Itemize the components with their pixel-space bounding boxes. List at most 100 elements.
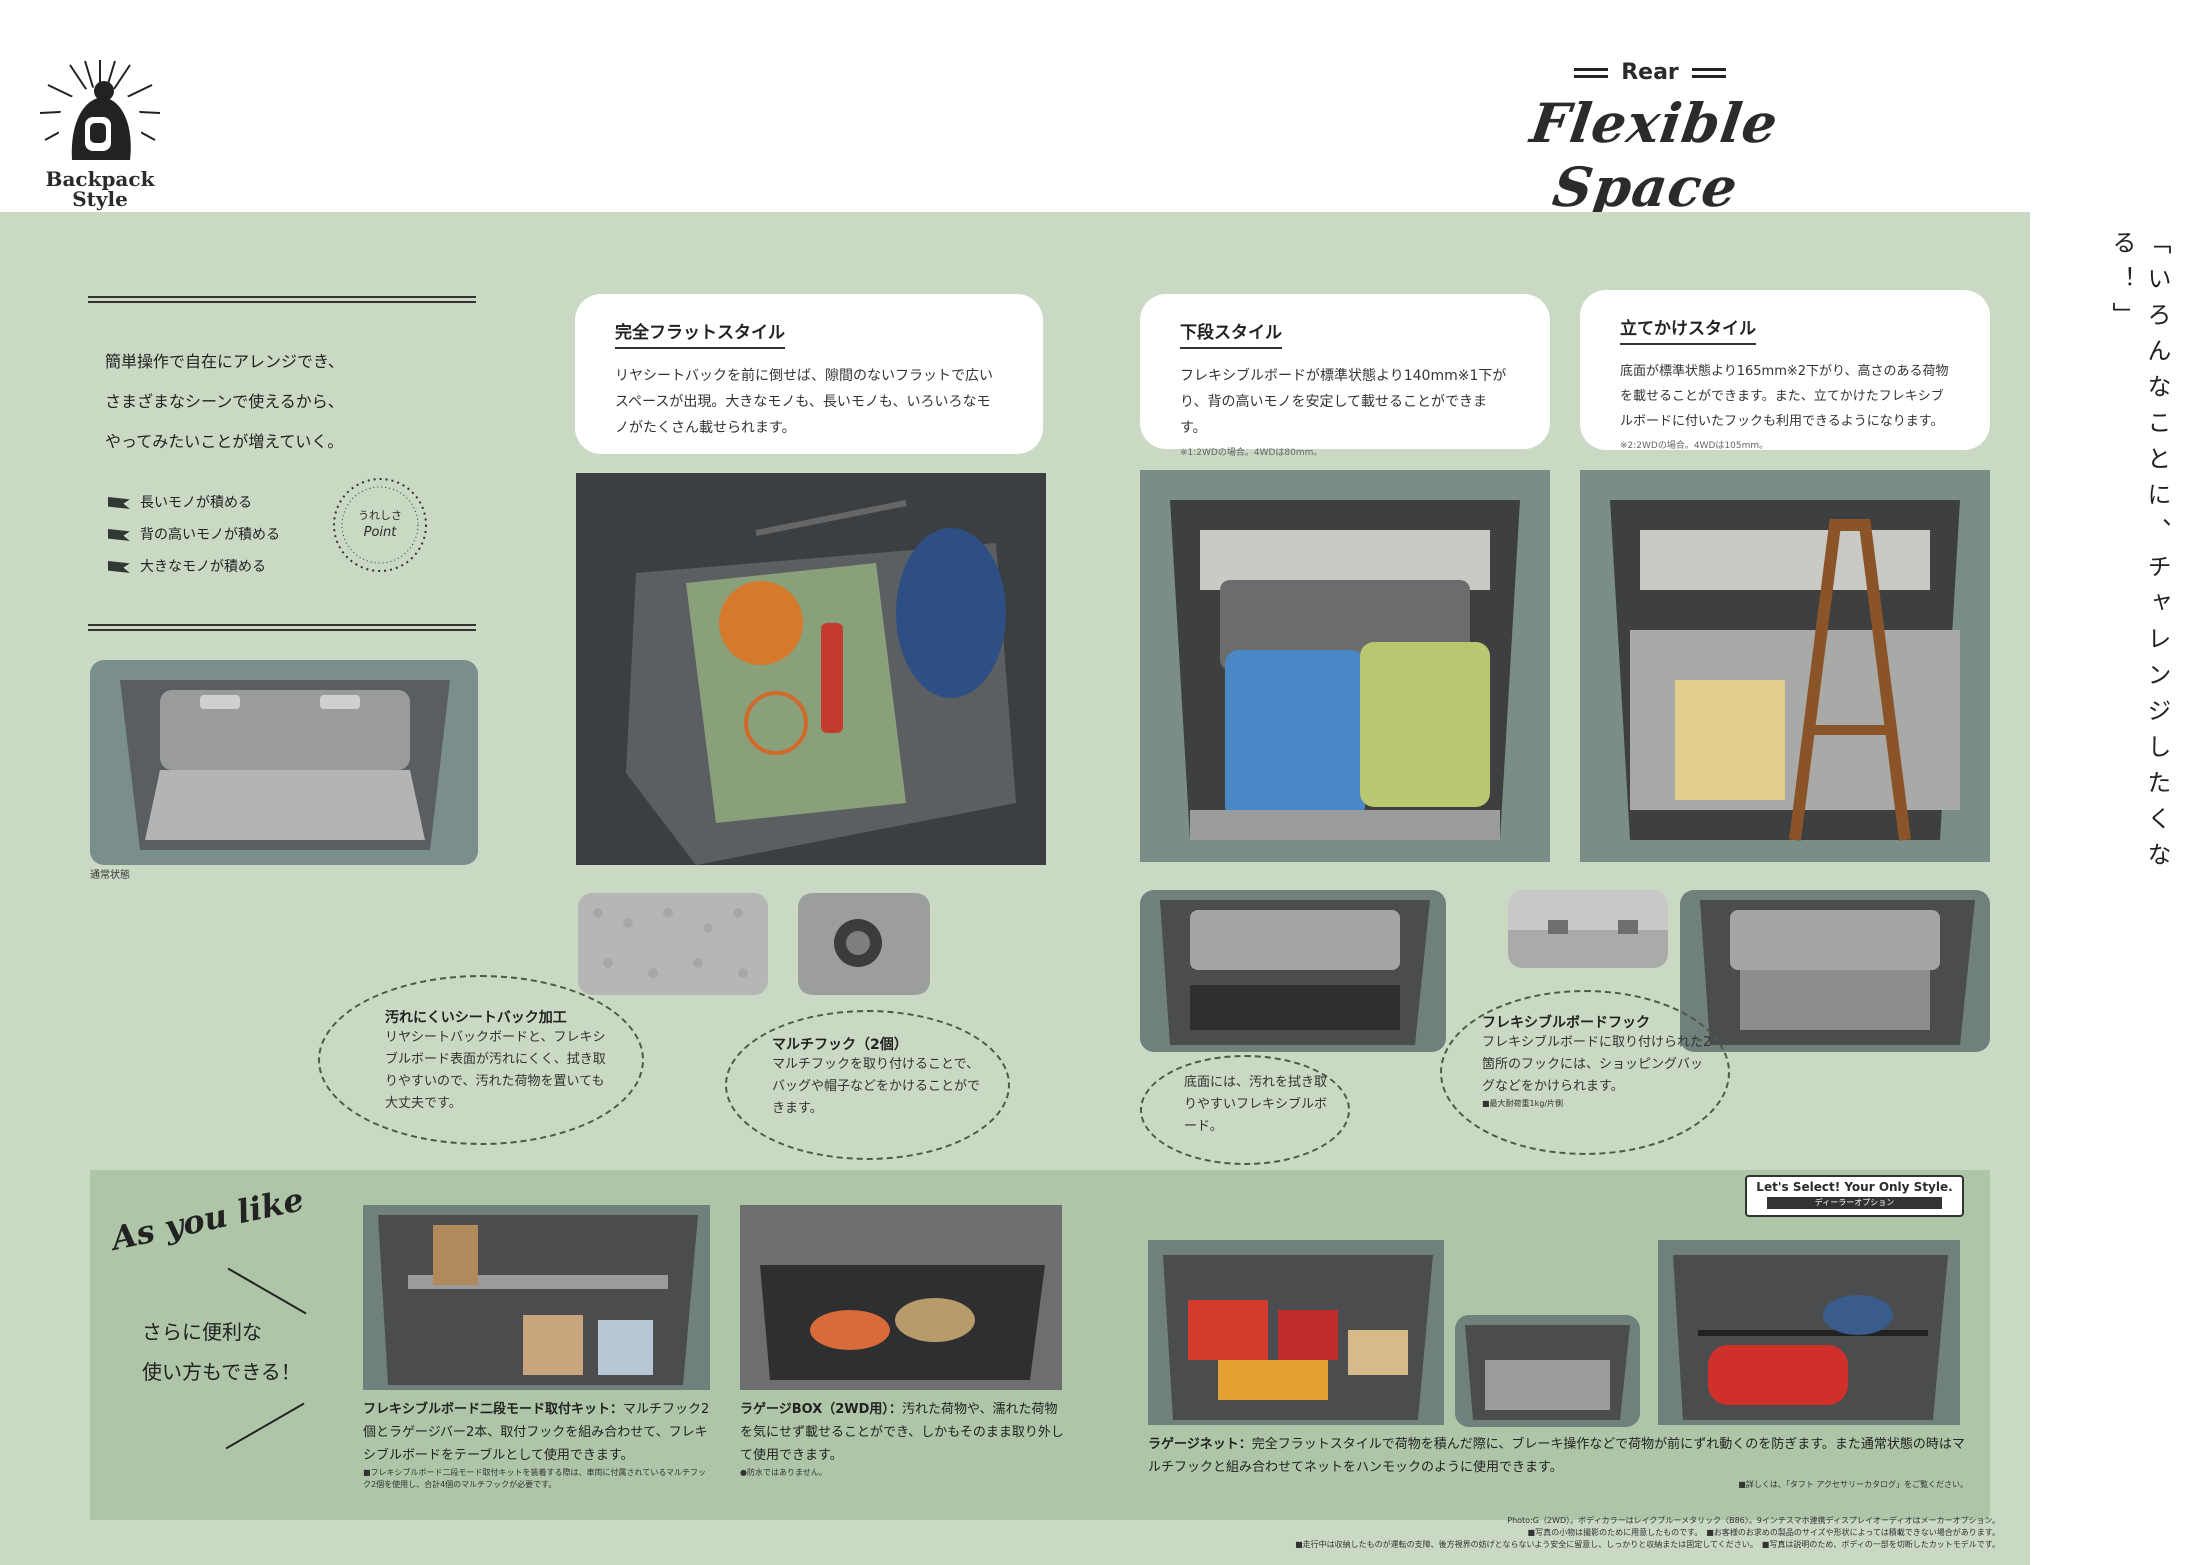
net-hammock-photo-icon: [1658, 1240, 1960, 1425]
caption-label: ラゲージBOX（2WD用）：: [740, 1402, 902, 1417]
photo-multi-hook: [798, 893, 930, 995]
check-item: 背の高いモノが積める: [108, 519, 348, 551]
photo-seatback-texture: [578, 893, 768, 995]
bubble-lower-floor: 底面には、汚れを拭き取りやすいフレキシブルボード。: [1140, 1055, 1350, 1165]
caption-luggage-net: ラゲージネット：完全フラットスタイルで荷物を積んだ際に、ブレーキ操作などで荷物が…: [1148, 1433, 1968, 1491]
bubble-body: リヤシートバックボードと、フレキシブルボード表面が汚れにくく、拭き取りやすいので…: [385, 1030, 606, 1111]
caption-note: ■フレキシブルボード二段モード取付キットを装着する際は、車両に付属されているマル…: [363, 1468, 706, 1489]
flat-cargo-photo-icon: [576, 473, 1046, 865]
photo-lower-style: [1140, 470, 1550, 862]
photo-caption: 通常状態: [90, 870, 130, 881]
point-stamp: うれしさ Point: [330, 475, 430, 575]
bubble-title: フレキシブルボードフック: [1482, 1015, 1650, 1031]
suitcases-photo-icon: [1140, 470, 1550, 862]
section-header: Rear Flexible Space: [1450, 60, 1850, 226]
flag-icon: [108, 561, 130, 573]
intro-bottom-rule: [88, 624, 476, 631]
flag-icon: [108, 529, 130, 541]
bubble-title: マルチフック（2個）: [772, 1037, 908, 1053]
lead-line: さらに便利な: [142, 1320, 262, 1344]
photo-board-hook-detail: [1508, 890, 1668, 968]
intro-lead-line: さまざまなシーンで使えるから、: [105, 392, 344, 411]
bubble-body: 底面には、汚れを拭き取りやすいフレキシブルボード。: [1184, 1075, 1328, 1134]
two-tier-photo-icon: [363, 1205, 710, 1390]
footer-note: ■写真の小物は撮影のために用意したものです。 ■お客様のお求めの製品のサイズや形…: [1527, 1528, 2000, 1537]
bubble-body: マルチフックを取り付けることで、バッグや帽子などをかけることができます。: [772, 1057, 981, 1116]
bubble-title: 汚れにくいシートバック加工: [385, 1010, 567, 1026]
stamp-text-line1: うれしさ: [358, 509, 402, 522]
logo-text-line1: Backpack: [45, 167, 155, 191]
side-copy: 「いろんなことに、チャレンジしたくなる！」: [2108, 230, 2171, 878]
caption-text: マルチフック2個とラゲージバー2本、取付フックを組み合わせて、フレキシブルボード…: [363, 1402, 710, 1463]
photo-net-flat: [1148, 1240, 1444, 1425]
card-title: 立てかけスタイル: [1620, 314, 1756, 345]
card-note: ※1:2WDの場合。4WDは80mm。: [1180, 448, 1323, 458]
header-title: Flexible Space: [1526, 91, 1783, 219]
badge-line2: ディーラーオプション: [1767, 1197, 1942, 1209]
card-body: 底面が標準状態より165mm※2下がり、高さのある荷物を載せることができます。ま…: [1620, 364, 1949, 429]
card-flat-style: 完全フラットスタイル リヤシートバックを前に倒せば、隙間のないフラットで広いスペ…: [575, 294, 1043, 454]
card-title: 下段スタイル: [1180, 318, 1282, 349]
photo-net-normal: [1455, 1315, 1640, 1427]
photo-lower-floor: [1140, 890, 1446, 1052]
photo-normal-state: [90, 660, 478, 865]
caption-label: ラゲージネット：: [1148, 1437, 1252, 1452]
kicker-rule-right-icon: [1692, 68, 1727, 78]
intro-lead-line: やってみたいことが増えていく。: [105, 432, 344, 451]
easel-photo-icon: [1580, 470, 1990, 862]
photo-standing-board: [1680, 890, 1990, 1052]
flag-icon: [108, 497, 130, 509]
photo-flat-style: [576, 473, 1046, 865]
intro-top-rule: [88, 296, 476, 303]
check-item-label: 背の高いモノが積める: [140, 527, 280, 543]
check-item: 大きなモノが積める: [108, 551, 348, 583]
card-standing-style: 立てかけスタイル 底面が標準状態より165mm※2下がり、高さのある荷物を載せる…: [1580, 290, 1990, 451]
card-note: ※2:2WDの場合。4WDは105mm。: [1620, 441, 1769, 451]
photo-two-tier-kit: [363, 1205, 710, 1390]
card-title: 完全フラットスタイル: [615, 318, 785, 349]
intro-lead-line: 簡単操作で自在にアレンジでき、: [105, 352, 344, 371]
intro-lead: 簡単操作で自在にアレンジでき、 さまざまなシーンで使えるから、 やってみたいこと…: [105, 342, 465, 462]
sunburst-stamp-icon: [333, 478, 427, 572]
board-hook-photo-icon: [1508, 890, 1668, 968]
caption-luggage-box: ラゲージBOX（2WD用）：汚れた荷物や、濡れた荷物を気にせず載せることができ、…: [740, 1398, 1065, 1479]
stamp-text-line2: Point: [363, 525, 397, 540]
photo-net-hammock: [1658, 1240, 1960, 1425]
caption-label: フレキシブルボード二段モード取付キット：: [363, 1402, 624, 1417]
card-lower-style: 下段スタイル フレキシブルボードが標準状態より140mm※1下がり、背の高いモノ…: [1140, 294, 1550, 458]
caption-note: ●防水ではありません。: [740, 1468, 827, 1477]
check-item-label: 長いモノが積める: [140, 495, 252, 511]
bubble-seatback: 汚れにくいシートバック加工 リヤシートバックボードと、フレキシブルボード表面が汚…: [318, 975, 644, 1145]
caption-text: 汚れた荷物や、濡れた荷物を気にせず載せることができ、しかもそのまま取り外して使用…: [740, 1402, 1064, 1463]
badge-line1: Let's Select! Your Only Style.: [1756, 1180, 1953, 1194]
texture-photo-icon: [578, 893, 768, 995]
bubble-body: フレキシブルボードに取り付けられた2箇所のフックには、ショッピングバッグなどをか…: [1482, 1035, 1712, 1094]
card-body: リヤシートバックを前に倒せば、隙間のないフラットで広いスペースが出現。大きなモノ…: [615, 368, 993, 436]
bubble-note: ■最大耐荷重1kg/片側: [1482, 1099, 1564, 1108]
caption-text: 完全フラットスタイルで荷物を積んだ際に、ブレーキ操作などで荷物が前にずれ動くのを…: [1148, 1437, 1965, 1475]
caption-note: ■詳しくは、「タフト アクセサリーカタログ」をご覧ください。: [1738, 1480, 1968, 1489]
check-item-label: 大きなモノが積める: [140, 559, 266, 575]
check-item: 長いモノが積める: [108, 487, 348, 519]
footer-note: Photo:G（2WD）。ボディカラーはレイクブルーメタリック〈B86〉。9イン…: [1507, 1516, 2000, 1525]
brand-logo: Backpack Style: [30, 55, 170, 209]
card-body: フレキシブルボードが標準状態より140mm※1下がり、背の高いモノを安定して載せ…: [1180, 368, 1507, 436]
hook-photo-icon: [798, 893, 930, 995]
header-kicker: Rear: [1621, 60, 1679, 85]
header-kicker-row: Rear: [1450, 60, 1850, 85]
lead-line: 使い方もできる！: [142, 1360, 301, 1384]
net-flat-photo-icon: [1148, 1240, 1444, 1425]
bubble-board-hook: フレキシブルボードフック フレキシブルボードに取り付けられた2箇所のフックには、…: [1440, 990, 1730, 1155]
footer-notes: Photo:G（2WD）。ボディカラーはレイクブルーメタリック〈B86〉。9イン…: [1100, 1515, 2000, 1551]
logo-text-line2: Style: [72, 187, 128, 211]
photo-luggage-box: [740, 1205, 1062, 1390]
photo-standing-style: [1580, 470, 1990, 862]
backpack-logo-icon: [39, 60, 161, 163]
footer-note: ■走行中は収納したものが運転の支障、後方視界の妨げとならないよう安全に留意し、し…: [1295, 1540, 2000, 1549]
caption-two-tier-kit: フレキシブルボード二段モード取付キット：マルチフック2個とラゲージバー2本、取付…: [363, 1398, 713, 1491]
cargo-photo-icon: [90, 660, 478, 865]
kicker-rule-left-icon: [1573, 68, 1608, 78]
net-normal-photo-icon: [1455, 1315, 1640, 1427]
luggage-box-photo-icon: [740, 1205, 1062, 1390]
dealer-option-badge: Let's Select! Your Only Style. ディーラーオプショ…: [1745, 1175, 1964, 1217]
